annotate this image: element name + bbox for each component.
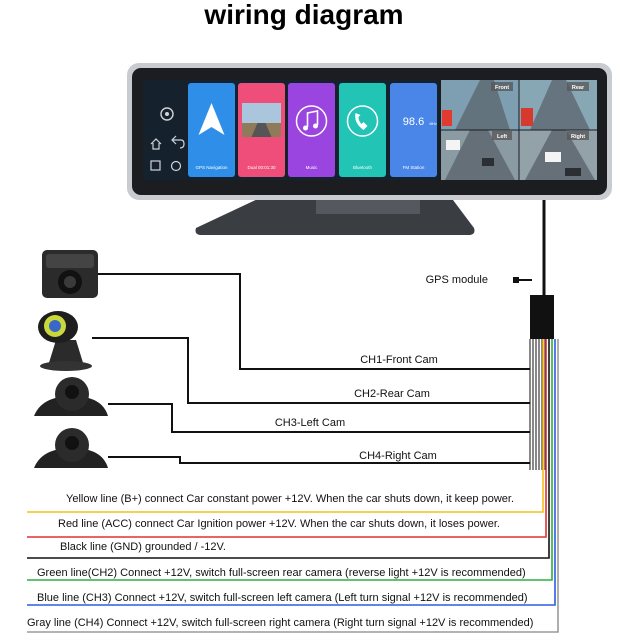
- app-tile-label: GPS Navigation: [195, 165, 228, 170]
- car-1: [446, 140, 460, 150]
- car-4: [565, 168, 581, 176]
- front-camera-top: [46, 254, 94, 268]
- home-key-icon[interactable]: [160, 107, 174, 121]
- rear-camera: [38, 311, 92, 371]
- rear-camera-cable: [92, 337, 530, 404]
- left-camera-label: CH3-Left Cam: [275, 417, 345, 429]
- app-tile-phone[interactable]: Bluetooth: [339, 83, 386, 177]
- right-tag: [567, 131, 589, 140]
- left-camera: [34, 377, 108, 416]
- gps-module-label: GPS module: [426, 274, 488, 286]
- rear-tag: [567, 82, 589, 91]
- right-view-label: Right: [571, 134, 585, 140]
- app-tiles: GPS Navigation Dual 00:01:30 Music Bluetoot…: [188, 83, 437, 177]
- app-tile-navigation-arrow[interactable]: GPS Navigation: [188, 83, 235, 177]
- dash-unit: GPS Navigation Dual 00:01:30 Music Bluetoot…: [127, 63, 612, 235]
- fm-unit: MHz: [430, 122, 437, 126]
- right-camera-cable: [108, 456, 530, 464]
- home-key-dot: [165, 112, 169, 116]
- app-tile-label: Music: [306, 165, 319, 170]
- fm-frequency: 98.6: [403, 116, 424, 128]
- rear-camera-label: CH2-Rear Cam: [354, 388, 430, 400]
- wire-red-label: Red line (ACC) connect Car Ignition powe…: [58, 518, 500, 530]
- wire-black-line: [27, 339, 550, 559]
- left-tag: [492, 131, 512, 140]
- right-camera-label: CH4-Right Cam: [359, 450, 437, 462]
- page-title: wiring diagram: [203, 0, 403, 30]
- wire-green-label: Green line(CH2) Connect +12V, switch ful…: [37, 567, 526, 579]
- car-3: [482, 158, 494, 166]
- road-photo-icon: [242, 103, 281, 137]
- app-tile-bg: [188, 83, 235, 177]
- settings-icon[interactable]: [170, 160, 182, 172]
- wire-gray-line: [27, 339, 559, 633]
- front-tag: [491, 82, 513, 91]
- app-tile-bg: [390, 83, 437, 177]
- soft-keys: [150, 107, 185, 172]
- red-sign-1: [442, 110, 452, 126]
- app-tile-bg: [288, 83, 335, 177]
- app-tile-label: Bluetooth: [353, 165, 373, 170]
- right-camera: [34, 428, 108, 468]
- front-camera: [42, 250, 98, 298]
- recent-apps-icon[interactable]: [150, 160, 161, 171]
- app-tile-road-photo[interactable]: Dual 00:01:30: [238, 83, 285, 177]
- front-camera-cable: [98, 273, 530, 370]
- app-tile-label: FM Station: [403, 165, 425, 170]
- power-wires: Yellow line (B+) connect Car constant po…: [27, 339, 559, 633]
- connector-block: [530, 295, 554, 339]
- wire-yellow-line: [27, 339, 544, 513]
- main-harness: GPS module: [426, 200, 554, 339]
- music-note-icon: [295, 105, 328, 137]
- wire-blue-line: [27, 339, 556, 606]
- back-arrow-icon[interactable]: [171, 135, 185, 149]
- app-tile-music-note[interactable]: Music: [288, 83, 335, 177]
- app-tile-label: Dual 00:01:30: [247, 165, 276, 170]
- left-camera-cable: [108, 403, 530, 433]
- wire-black-label: Black line (GND) grounded / -12V.: [60, 541, 226, 553]
- road-rear: [530, 80, 590, 130]
- front-camera-lens-inner: [64, 276, 76, 288]
- front-camera-label: CH1-Front Cam: [360, 354, 438, 366]
- house-icon[interactable]: [150, 138, 162, 150]
- wire-red-line: [27, 339, 547, 538]
- car-2: [545, 152, 561, 162]
- rear-camera-lens-inner: [49, 320, 61, 332]
- left-view-label: Left: [497, 134, 507, 140]
- road-left: [445, 130, 515, 180]
- gps-connector: [513, 277, 519, 283]
- red-sign-2: [521, 108, 533, 126]
- wire-green-line: [27, 339, 553, 581]
- right-camera-lens-icon: [65, 436, 79, 450]
- front-view-label: Front: [495, 85, 509, 91]
- wire-yellow-label: Yellow line (B+) connect Car constant po…: [66, 493, 514, 505]
- camera-quad-view: Front Rear Left Right: [441, 80, 597, 180]
- navigation-arrow-icon: [198, 103, 225, 135]
- left-camera-lens-icon: [65, 385, 79, 399]
- wire-gray-label: Gray line (CH4) Connect +12V, switch ful…: [27, 617, 533, 629]
- app-tile-bg: [339, 83, 386, 177]
- wire-blue-label: Blue line (CH3) Connect +12V, switch ful…: [37, 592, 528, 604]
- phone-icon: [346, 105, 379, 137]
- rear-camera-base: [40, 361, 92, 371]
- rear-view-label: Rear: [572, 85, 585, 91]
- rear-camera-mount: [48, 340, 84, 366]
- road-front: [455, 80, 510, 130]
